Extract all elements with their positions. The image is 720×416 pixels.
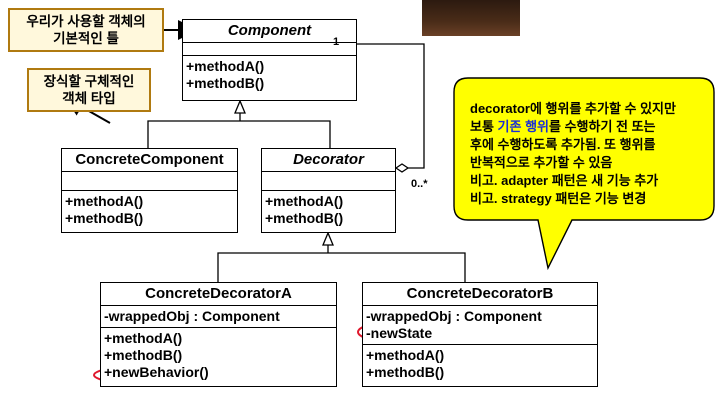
inherit-line-concrete-component — [147, 120, 323, 148]
class-concrete-decorator-b: ConcreteDecoratorB -wrappedObj : Compone… — [362, 282, 598, 387]
method: +methodA() — [65, 193, 144, 209]
method: +methodB() — [186, 75, 265, 91]
class-name: ConcreteDecoratorA — [101, 283, 336, 306]
attributes-section — [262, 172, 395, 191]
aggregation-diamond — [394, 163, 410, 173]
method: +methodA() — [265, 193, 344, 209]
methods-section: +methodA() +methodB() — [363, 345, 597, 383]
callout-line: 비고. strategy 패턴은 기능 변경 — [470, 191, 647, 206]
attributes-section — [62, 172, 237, 191]
class-name: ConcreteDecoratorB — [363, 283, 597, 306]
method: +methodB() — [366, 364, 445, 380]
callout-line: 비고. adapter 패턴은 새 기능 추가 — [470, 173, 659, 188]
inherit-triangle-decorator — [322, 231, 334, 246]
attribute: -wrappedObj : Component — [104, 308, 280, 324]
callout-line: 반복적으로 추가할 수 있음 — [470, 155, 613, 170]
multiplicity-many: 0..* — [411, 178, 428, 190]
class-name: ConcreteComponent — [62, 149, 237, 172]
method-new-behavior: +newBehavior() — [104, 364, 209, 380]
method: +methodB() — [104, 347, 183, 363]
callout-line: decorator에 행위를 추가할 수 있지만 — [470, 101, 676, 116]
callout-text: decorator에 행위를 추가할 수 있지만 보통 기존 행위를 수행하기 … — [470, 100, 710, 208]
class-concrete-component: ConcreteComponent +methodA() +methodB() — [61, 148, 238, 233]
method: +methodA() — [104, 330, 183, 346]
aggregation-line — [357, 43, 425, 169]
class-component: Component +methodA() +methodB() — [182, 19, 357, 101]
inherit-triangle-component — [234, 99, 246, 114]
note-concrete-type: 장식할 구체적인 객체 타입 — [27, 68, 151, 112]
methods-section: +methodA() +methodB() — [62, 191, 237, 229]
inherit-line-decorator — [323, 120, 331, 148]
callout-bubble — [453, 77, 715, 271]
method: +methodA() — [366, 347, 445, 363]
coffee-photo — [422, 0, 520, 36]
attributes-section: -wrappedObj : Component -newState — [363, 306, 597, 345]
class-concrete-decorator-a: ConcreteDecoratorA -wrappedObj : Compone… — [100, 282, 337, 387]
class-name: Decorator — [262, 149, 395, 172]
class-name: Component — [183, 20, 356, 43]
attributes-section — [183, 43, 356, 56]
attribute-new-state: -newState — [366, 325, 433, 341]
multiplicity-one: 1 — [333, 36, 340, 48]
method: +methodB() — [65, 210, 144, 226]
callout-line: 후에 수행하도록 추가됨. 또 행위를 — [470, 137, 656, 152]
method: +methodA() — [186, 58, 265, 74]
methods-section: +methodA() +methodB() — [262, 191, 395, 229]
callout-line: 보통 기존 행위를 수행하기 전 또는 — [470, 119, 656, 134]
note-client-object: 우리가 사용할 객체의 기본적인 틀 — [8, 8, 164, 52]
callout-emphasis: 기존 행위 — [497, 119, 549, 134]
attribute: -wrappedObj : Component — [366, 308, 542, 324]
class-decorator: Decorator +methodA() +methodB() — [261, 148, 396, 233]
methods-section: +methodA() +methodB() +newBehavior() — [101, 328, 336, 383]
method: +methodB() — [265, 210, 344, 226]
attributes-section: -wrappedObj : Component — [101, 306, 336, 328]
inherit-line-decorator-a — [217, 252, 466, 282]
methods-section: +methodA() +methodB() — [183, 56, 356, 94]
